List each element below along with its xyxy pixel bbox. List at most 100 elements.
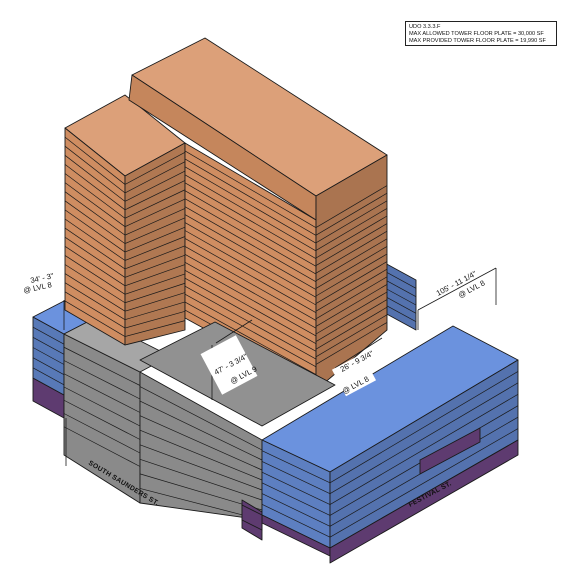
tower-floor-line [315,246,388,289]
tower-floor-line [124,198,186,228]
tower-low-front-face [124,142,186,346]
floor-plate-note: UDO 3.3.3.F MAX ALLOWED TOWER FLOOR PLAT… [405,21,557,46]
tower-floor-line [184,182,317,259]
rear-wing-floor-line [382,286,417,306]
gray-podium-floor-line [139,415,263,471]
tower-floor-line [315,314,388,358]
tower-floor-line [64,182,126,227]
tower-floor-line [315,299,388,342]
tower-high-right-face [315,154,388,391]
right-wing-floor-line [261,482,331,516]
left-podium-floor-line [32,326,65,345]
tower-floor-line [315,215,388,259]
right-wing-floor-line [261,503,331,538]
tower-floor-line [315,200,388,244]
tower-floor-line [64,300,126,337]
note-max-provided: MAX PROVIDED TOWER FLOOR PLATE = 19,990 … [409,38,546,44]
gray-podium-floor-line [139,386,263,451]
right-wing-floor-line [329,428,519,538]
tower-floor-line [124,301,186,320]
tower-floor-line [64,282,126,320]
tower-floor-line [315,223,388,266]
tower-floor-line [315,253,388,297]
left-podium-floor-line [32,367,65,386]
tower-floor-line [184,277,317,352]
gray-podium-floor-line [63,360,141,400]
tower-floor-line [124,282,186,304]
right-wing-undercut-base [419,427,481,475]
right-wing-floor-line [261,450,331,484]
tower-floor-line [184,285,317,360]
tower-floor-line [315,268,388,312]
tower-floor-line [64,173,126,219]
tower-floor-line [124,161,186,194]
rear-wing-floor-line [382,295,417,314]
tower-floor-line [184,238,317,314]
tower-floor-line [315,284,388,327]
dim-right-line [417,267,497,311]
gray-podium-floor-line [63,386,141,427]
tower-floor-line [124,208,186,236]
tower-floor-line [64,209,126,253]
tower-floor-line [124,254,186,278]
tower-floor-line [184,269,317,344]
rear-wing-floor-line [382,303,417,322]
tower-floor-line [124,189,186,219]
tower-floor-line [124,264,186,287]
tower-floor-line [64,264,126,304]
gray-podium-floor-line [139,459,263,501]
tower-floor-line [184,254,317,329]
tower-floor-line [184,158,317,236]
tower-floor-line [64,246,126,287]
tower-floor-line [64,164,126,211]
tower-floor-line [315,230,388,274]
tower-floor-line [184,262,317,337]
tower-floor-line [64,255,126,295]
tower-floor-line [315,208,388,251]
tower-floor-line [315,238,388,282]
tower-floor-line [184,206,317,283]
tower-floor-line [124,180,186,211]
rear-wing-floor-line [382,278,417,297]
tower-floor-line [124,236,186,261]
tower-floor-line [184,293,317,368]
tower-floor-line [315,276,388,320]
tower-floor-line [64,191,126,236]
note-code: UDO 3.3.3.F [409,24,441,30]
gray-podium-floor-line [63,373,141,413]
tower-floor-line [124,217,186,244]
tower-floor-line [64,236,126,278]
corner-base [241,504,263,531]
rear-wing-floor-line [382,270,417,289]
tower-floor-line [184,174,317,252]
dim-left-level: @ LVL 8 [23,280,53,295]
tower-floor-line [64,155,126,202]
right-wing-floor-line [329,371,519,484]
tower-floor-line [64,200,126,244]
gray-podium-floor-line [63,346,141,386]
right-wing-base-front [329,439,519,564]
tower-floor-line [184,230,317,306]
right-wing-floor-line [261,471,331,505]
tower-floor-line [124,245,186,270]
tower-floor-line [184,246,317,321]
gray-podium-floor-line [139,429,263,481]
tower-floor-line [184,214,317,290]
tower-floor-line [64,218,126,261]
tower-floor-line [124,226,186,253]
tower-floor-line [315,192,388,236]
tower-floor-line [184,198,317,275]
tower-floor-line [315,306,388,350]
tower-floor-line [64,273,126,312]
dim-mid-label-bg [331,353,377,397]
tower-floor-line [124,152,186,185]
tower-floor-line [124,292,186,312]
gray-podium-floor-line [63,413,141,454]
left-podium-floor-line [32,357,65,375]
tower-floor-line [124,320,186,337]
tower-floor-line [64,136,126,185]
dim-center-line [215,319,253,344]
right-wing-floor-line [329,382,519,495]
dim-mid-line [334,337,383,369]
